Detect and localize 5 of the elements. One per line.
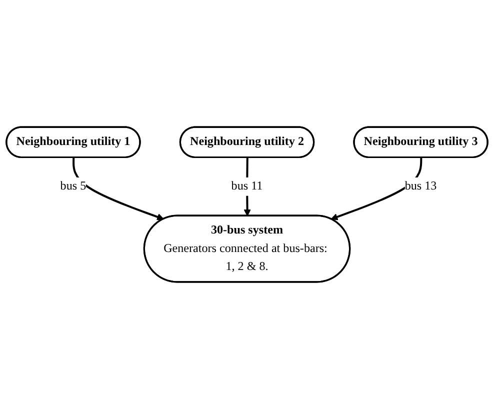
edge-label: bus 5 <box>60 180 86 193</box>
arrow <box>330 158 422 220</box>
edge-label: bus 11 <box>231 180 263 193</box>
arrow <box>72 158 164 220</box>
edge-label: bus 13 <box>404 180 437 193</box>
